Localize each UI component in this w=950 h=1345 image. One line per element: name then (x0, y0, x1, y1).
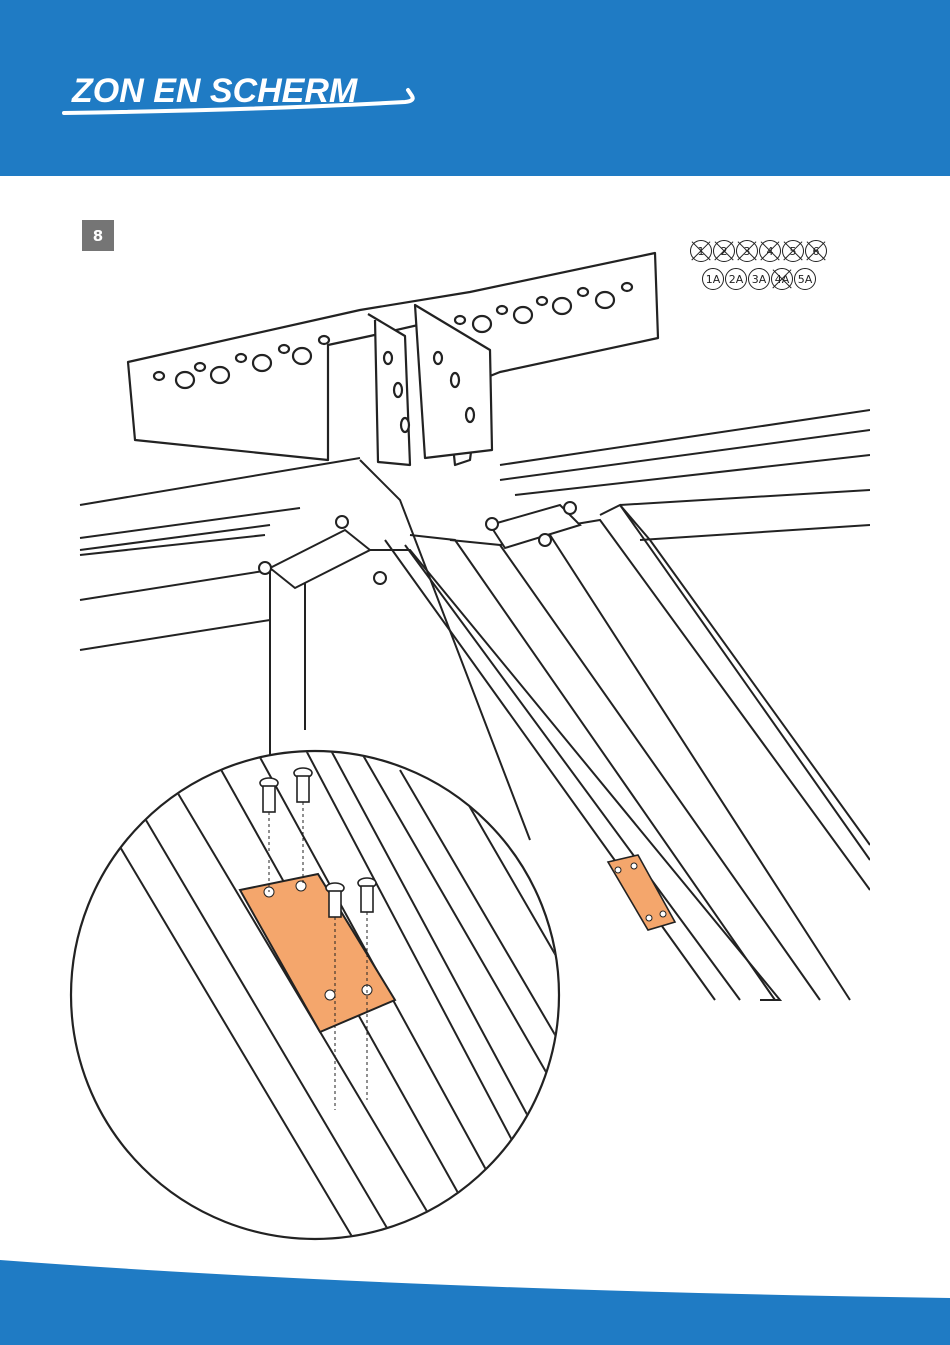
step-number-badge: 8 (82, 220, 114, 251)
brand-text: ZON EN SCHERM (71, 72, 358, 110)
hinge-linkage (259, 502, 580, 588)
connector-plate-icon (608, 855, 675, 930)
footer-wave (0, 1240, 950, 1345)
brand-logo: ZON EN SCHERM (60, 50, 420, 120)
detail-magnifier-icon (71, 720, 700, 1250)
header-bar: ZON EN SCHERM (0, 0, 950, 176)
mounting-bracket-icon (128, 253, 658, 465)
assembly-drawing (60, 250, 870, 1250)
